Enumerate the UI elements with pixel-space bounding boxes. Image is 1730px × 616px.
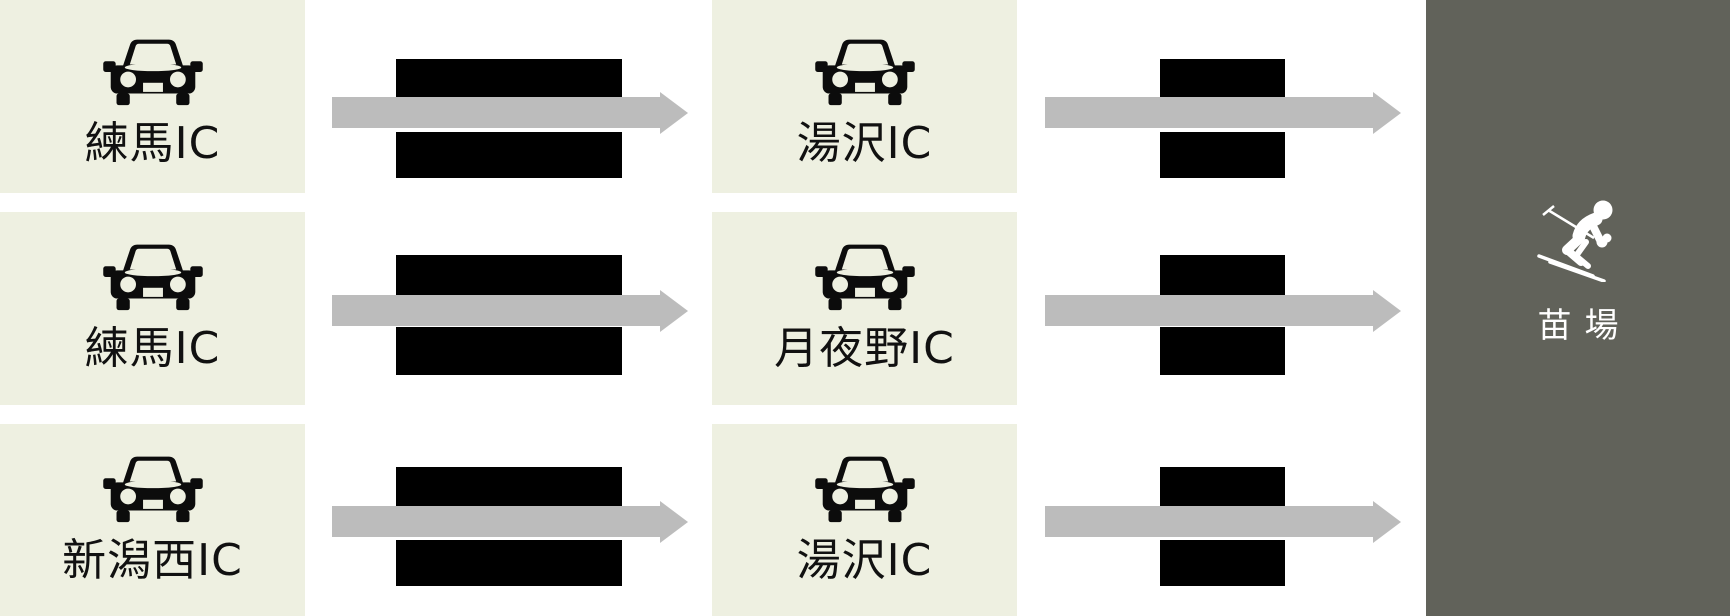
via-station-label: 湯沢IC [796, 534, 933, 586]
redacted-route-label [1160, 59, 1285, 97]
car-icon [815, 38, 915, 106]
car-icon [815, 243, 915, 311]
route-row: 新潟西IC 湯沢IC [0, 424, 1730, 616]
origin-station: 練馬IC [0, 0, 305, 193]
origin-station: 新潟西IC [0, 424, 305, 616]
redacted-route-label [1160, 255, 1285, 295]
redacted-route-label [396, 59, 622, 97]
route-arrow [1045, 91, 1401, 134]
route-row: 練馬IC 月夜野IC [0, 212, 1730, 405]
via-station: 湯沢IC [712, 424, 1017, 616]
via-station-label: 湯沢IC [796, 118, 933, 170]
route-arrow [332, 500, 688, 543]
redacted-route-label [396, 467, 622, 506]
redacted-route-label [1160, 540, 1285, 586]
skier-icon [1536, 198, 1620, 282]
via-station: 月夜野IC [712, 212, 1017, 405]
car-icon [815, 455, 915, 523]
origin-station-label: 練馬IC [84, 323, 221, 375]
origin-station-label: 練馬IC [84, 118, 221, 170]
route-arrow [332, 289, 688, 332]
origin-station: 練馬IC [0, 212, 305, 405]
via-station-label: 月夜野IC [774, 323, 955, 375]
destination-panel: 苗場 [1426, 0, 1730, 616]
redacted-route-label [396, 327, 622, 375]
car-icon [103, 243, 203, 311]
redacted-route-label [396, 255, 622, 295]
route-row: 練馬IC 湯沢IC [0, 0, 1730, 193]
route-arrow [1045, 500, 1401, 543]
via-station: 湯沢IC [712, 0, 1017, 193]
origin-station-label: 新潟西IC [62, 534, 243, 586]
redacted-route-label [1160, 327, 1285, 375]
redacted-route-label [1160, 132, 1285, 178]
route-arrow [332, 91, 688, 134]
redacted-route-label [396, 540, 622, 586]
car-icon [103, 455, 203, 523]
car-icon [103, 38, 203, 106]
redacted-route-label [1160, 467, 1285, 506]
redacted-route-label [396, 132, 622, 178]
route-arrow [1045, 289, 1401, 332]
destination-label: 苗場 [1537, 306, 1632, 346]
